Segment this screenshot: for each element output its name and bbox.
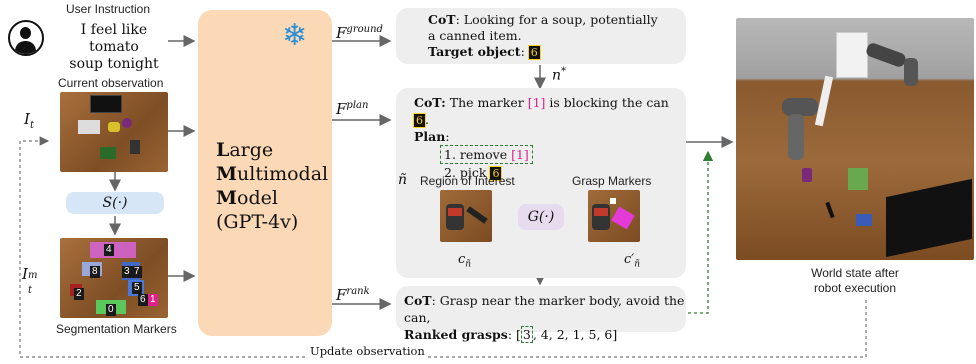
itm-subscript: t: [27, 285, 32, 296]
seg-marker-0: 0: [106, 304, 116, 316]
roi-label: Region of Interest: [420, 174, 515, 188]
n-star-label: n*: [552, 66, 567, 84]
user-instruction-text: I feel like tomato soup tonight: [58, 22, 170, 73]
current-observation-image: [60, 92, 168, 172]
world-state-image: [736, 18, 974, 260]
plan-cot-line: CoT: The marker [1] is blocking the can …: [413, 95, 669, 128]
update-observation-label: Update observation: [308, 344, 427, 358]
grasp-markers-label: Grasp Markers: [572, 174, 652, 188]
lmm-line2: Multimodal: [216, 163, 329, 185]
snowflake-icon: ❄: [282, 18, 308, 53]
lmm-line1: Large: [216, 139, 274, 161]
f-ground-label: Fground: [336, 24, 383, 42]
it-symbol: It: [24, 110, 34, 131]
n-tilde-label: ñ: [398, 172, 408, 188]
f-rank-label: Frank: [336, 286, 370, 304]
ranked-first-grasp: 3: [520, 326, 533, 343]
seg-marker-5: 5: [132, 282, 142, 294]
segmentation-function-box: S(·): [66, 192, 164, 214]
lmm-title: Large Multimodal Model (GPT-4v): [216, 138, 328, 234]
ground-output-box: CoT: Looking for a soup, potentially a c…: [396, 8, 686, 64]
lmm-line4: (GPT-4v): [216, 211, 299, 233]
world-caption-line1: World state after: [811, 266, 899, 280]
rank-output-box: CoT: Grasp near the marker body, avoid t…: [396, 286, 686, 343]
plan-step2-marker-6: 6: [489, 166, 503, 181]
user-avatar-icon: [8, 20, 44, 56]
it-subscript: t: [29, 120, 34, 131]
it-letter: I: [24, 110, 30, 128]
world-state-caption: World state after robot execution: [736, 266, 974, 296]
c-prime-n-label: c′ñ: [624, 252, 641, 270]
ground-target-line: Target object: 6: [428, 44, 541, 60]
rank-cot-line: CoT: Grasp near the marker body, avoid t…: [404, 293, 685, 325]
target-marker-6: 6: [527, 45, 541, 60]
seg-marker-6: 6: [138, 294, 148, 306]
c-n-label: cñ: [458, 252, 472, 270]
lmm-block: ❄ Large Multimodal Model (GPT-4v): [198, 10, 332, 336]
plan-step1: 1. remove [1]: [440, 145, 533, 164]
seg-marker-1: 1: [148, 294, 158, 306]
plan-output-box: [396, 88, 686, 278]
itm-superscript: m: [27, 270, 38, 281]
f-plan-label: Fplan: [336, 100, 369, 118]
grasp-function-box: G(·): [518, 204, 564, 230]
lmm-line3: Model: [216, 187, 278, 209]
user-instruction-line2: soup tonight: [69, 56, 159, 72]
ground-cot-line2: a canned item.: [428, 28, 522, 43]
seg-marker-3: 3: [122, 266, 132, 278]
itm-symbol: I m t: [22, 265, 40, 296]
seg-marker-2: 2: [74, 288, 84, 300]
seg-marker-7: 7: [132, 266, 142, 278]
current-observation-label: Current observation: [58, 76, 164, 90]
user-instruction-label: User Instruction: [66, 2, 151, 16]
roi-image: [440, 190, 492, 242]
seg-marker-8: 8: [90, 266, 100, 278]
world-caption-line2: robot execution: [813, 281, 897, 295]
segmentation-markers-image: 4 8 3 7 5 2 6 1 0: [60, 238, 168, 318]
plan-marker-6: 6: [413, 113, 426, 128]
plan-step2: 2. pick 6: [444, 165, 503, 181]
grasp-markers-image: [588, 190, 640, 242]
plan-text: CoT: The marker [1] is blocking the can …: [413, 94, 684, 181]
seg-marker-4: 4: [104, 244, 114, 256]
itm-letter: I: [22, 265, 28, 283]
user-instruction-line1: I feel like tomato: [80, 22, 148, 55]
rank-grasps-line: Ranked grasps: [3, 4, 2, 1, 5, 6]: [404, 326, 618, 343]
plan-label-line: Plan:: [414, 129, 450, 144]
segmentation-markers-label: Segmentation Markers: [56, 322, 177, 336]
ground-cot-line1: CoT: Looking for a soup, potentially: [428, 12, 658, 27]
